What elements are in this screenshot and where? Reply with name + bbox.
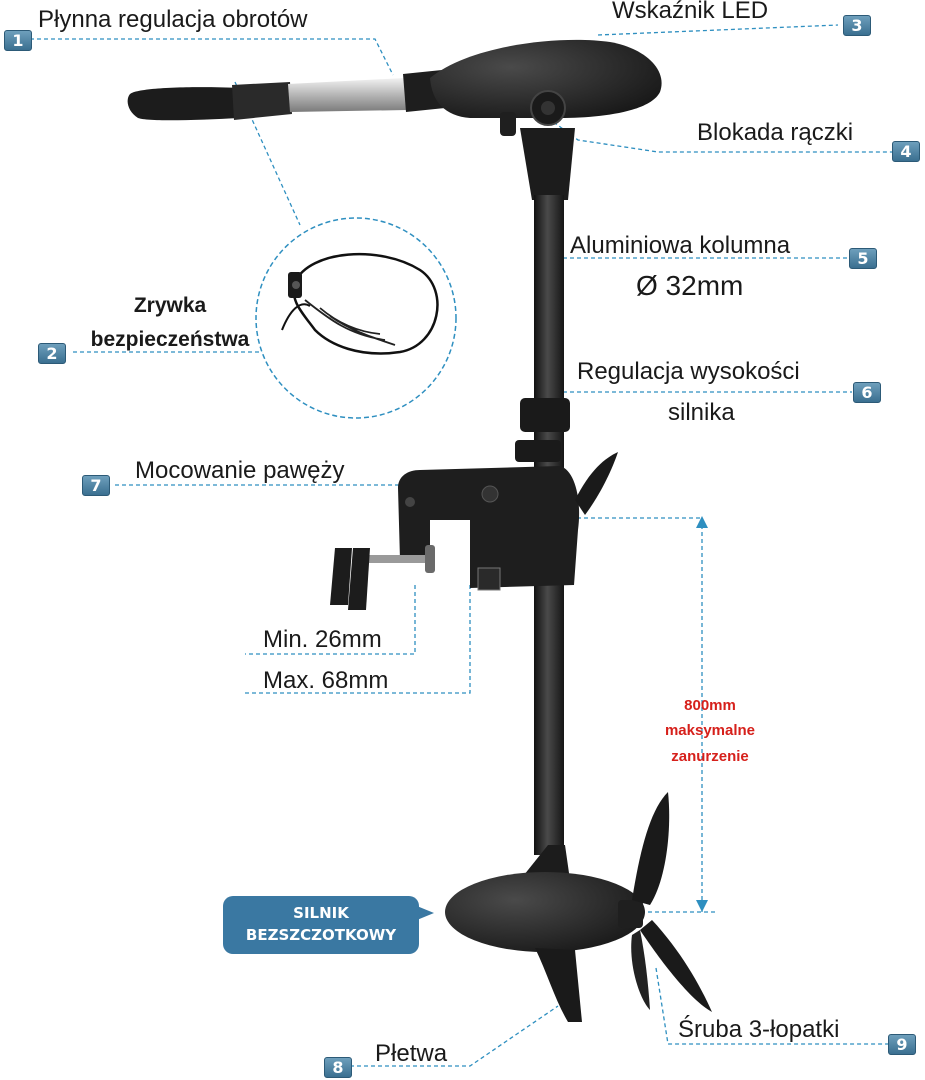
label-clamp-min: Min. 26mm bbox=[263, 626, 382, 653]
label-fin: Płetwa bbox=[375, 1040, 448, 1067]
badge-5: 5 bbox=[849, 248, 877, 269]
label-speed-control: Płynna regulacja obrotów bbox=[38, 6, 308, 33]
tiller-handle bbox=[127, 70, 445, 121]
badge-1: 1 bbox=[4, 30, 32, 51]
label-height-adjust-line2: silnika bbox=[668, 399, 735, 426]
lower-unit bbox=[445, 792, 712, 1022]
depth-arrow-bottom bbox=[696, 900, 708, 912]
depth-label-line3: zanurzenie bbox=[671, 748, 749, 765]
leader-lines bbox=[30, 24, 892, 1067]
safety-lanyard-inset bbox=[234, 81, 457, 419]
depth-label-line2: maksymalne bbox=[664, 722, 756, 739]
transom-clamp bbox=[330, 452, 618, 610]
bubble-line2: BEZSZCZOTKOWY bbox=[245, 926, 397, 944]
bubble-tail bbox=[412, 904, 434, 922]
badge-2: 2 bbox=[38, 343, 66, 364]
depth-arrow-top bbox=[696, 516, 708, 528]
badge-4: 4 bbox=[892, 141, 920, 162]
motor-head bbox=[430, 39, 662, 136]
label-aluminium-column: Aluminiowa kolumna bbox=[570, 232, 791, 259]
label-transom-mount: Mocowanie pawęży bbox=[135, 457, 345, 484]
label-safety-lanyard-line2: bezpieczeństwa bbox=[90, 328, 250, 351]
label-column-diameter: Ø 32mm bbox=[636, 270, 744, 301]
badge-7: 7 bbox=[82, 475, 110, 496]
label-handle-lock: Blokada rączki bbox=[697, 119, 854, 146]
badge-6: 6 bbox=[853, 382, 881, 403]
label-propeller: Śruba 3-łopatki bbox=[678, 1016, 840, 1043]
bubble-line1: SILNIK bbox=[293, 904, 349, 922]
label-clamp-max: Max. 68mm bbox=[263, 667, 389, 694]
label-safety-lanyard-line1: Zrywka bbox=[133, 294, 207, 317]
badge-3: 3 bbox=[843, 15, 871, 36]
badge-9: 9 bbox=[888, 1034, 916, 1055]
label-height-adjust-line1: Regulacja wysokości bbox=[577, 358, 800, 385]
badge-8: 8 bbox=[324, 1057, 352, 1078]
brushless-motor-bubble: SILNIK BEZSZCZOTKOWY bbox=[223, 896, 419, 954]
depth-value: 800mm bbox=[684, 697, 736, 714]
label-led-indicator: Wskaźnik LED bbox=[612, 0, 769, 24]
